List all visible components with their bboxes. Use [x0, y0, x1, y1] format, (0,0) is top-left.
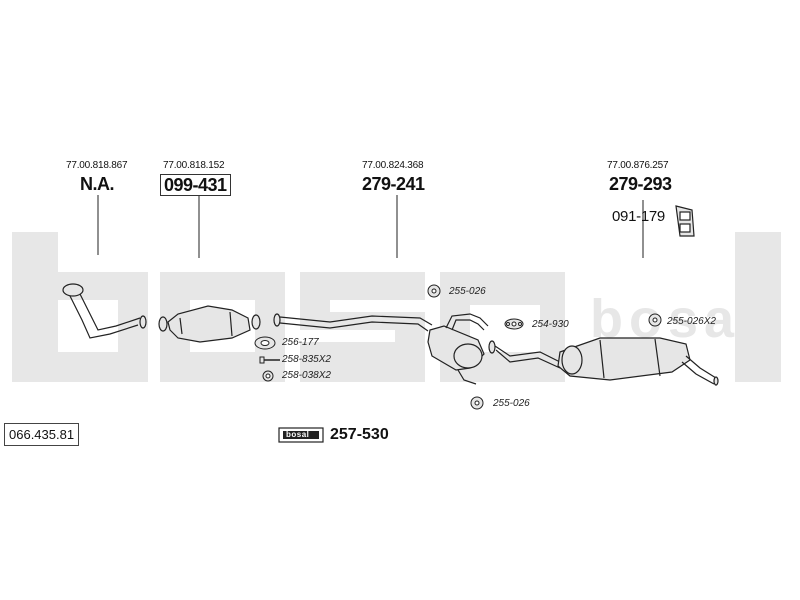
- mounting-kit-number[interactable]: 257-530: [330, 426, 389, 443]
- bosal-logo-icon: [278, 427, 324, 443]
- intermediate-pipe: [273, 313, 489, 385]
- rubber-mount-icon: [648, 313, 662, 327]
- oem-number: 77.00.876.257: [607, 160, 669, 171]
- bracket-icon: [675, 205, 695, 237]
- side-part-number[interactable]: 091-179: [612, 208, 665, 225]
- oem-number: 77.00.824.368: [362, 160, 424, 171]
- gasket-icon: [254, 336, 276, 350]
- accessory-label[interactable]: 258-038X2: [282, 370, 331, 381]
- accessory-label[interactable]: 254-930: [532, 319, 569, 330]
- kit-logo-text: bosal: [286, 430, 310, 439]
- oem-number: 77.00.818.867: [66, 160, 128, 171]
- accessory-label[interactable]: 256-177: [282, 337, 319, 348]
- accessory-label[interactable]: 255-026: [493, 398, 530, 409]
- accessory-label[interactable]: 255-026: [449, 286, 486, 297]
- nut-icon: [262, 370, 274, 382]
- accessory-label[interactable]: 255-026X2: [667, 316, 716, 327]
- flange-gasket-icon: [504, 318, 524, 330]
- rear-silencer: [488, 337, 719, 386]
- catalytic-converter: [158, 305, 261, 343]
- oem-number: 77.00.818.152: [163, 160, 225, 171]
- accessory-label[interactable]: 258-835X2: [282, 354, 331, 365]
- rubber-mount-icon: [427, 284, 441, 298]
- catalog-number: 066.435.81: [4, 423, 80, 446]
- front-downpipe: [62, 283, 147, 339]
- part-number[interactable]: 279-241: [362, 174, 425, 194]
- part-number[interactable]: 279-293: [609, 174, 672, 194]
- rubber-mount-icon: [470, 396, 484, 410]
- part-number-boxed[interactable]: 099-431: [160, 174, 231, 196]
- bolt-icon: [259, 356, 280, 364]
- part-number[interactable]: N.A.: [80, 174, 115, 194]
